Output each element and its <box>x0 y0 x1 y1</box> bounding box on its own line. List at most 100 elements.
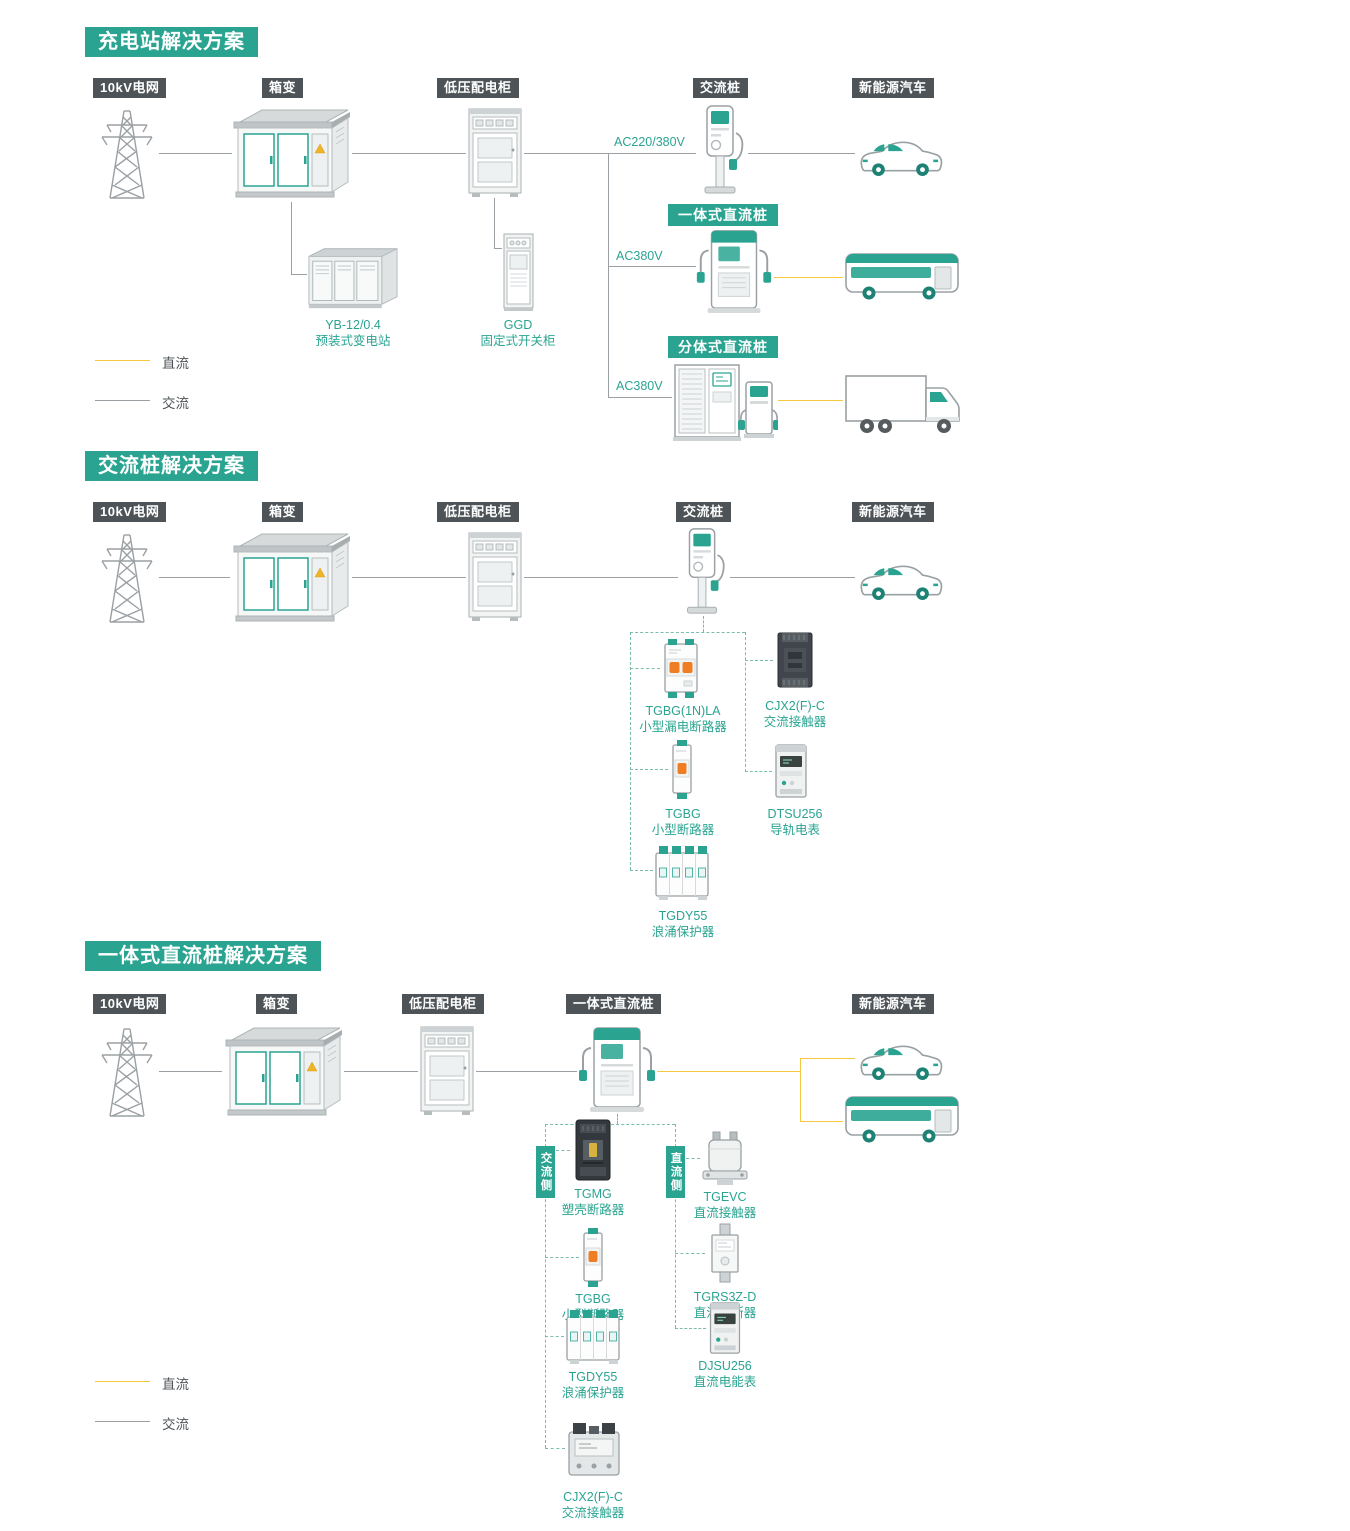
desc-text: 直流接触器 <box>693 1206 757 1221</box>
dc-line <box>800 1121 843 1122</box>
ev-bus-icon <box>843 249 961 303</box>
lv-distribution-cabinet-icon <box>466 106 524 198</box>
model-text: TGMG <box>574 1187 612 1201</box>
model-text: DTSU256 <box>767 807 823 821</box>
ac-line <box>159 1071 222 1072</box>
component-caption: TGRS3Z-D 直流熔断器 <box>670 1289 780 1322</box>
ac-line <box>159 153 232 154</box>
node-badge-grid: 10kV电网 <box>93 78 167 98</box>
dc-fuse-icon <box>705 1222 745 1284</box>
transmission-tower-icon <box>95 531 159 625</box>
component-connector-line <box>745 632 746 772</box>
big-ac-contactor-icon <box>565 1417 623 1479</box>
node-badge-ev: 新能源汽车 <box>852 502 934 522</box>
connector-line <box>494 248 502 249</box>
component-caption-yb: YB-12/0.4 预装式变电站 <box>298 317 408 350</box>
transmission-tower-icon <box>95 107 159 201</box>
ac-line <box>352 153 466 154</box>
ac-charging-pile-icon <box>696 103 748 196</box>
ac-line <box>352 577 466 578</box>
ac-line <box>608 266 696 267</box>
sub-banner-split-dc-pile: 分体式直流桩 <box>668 336 778 358</box>
box-transformer-icon <box>230 526 352 626</box>
surge-protector-icon <box>564 1306 622 1366</box>
node-badge-transformer: 箱变 <box>256 994 298 1014</box>
desc-text: 预装式变电站 <box>315 334 391 349</box>
legend-dc-line <box>95 1381 150 1382</box>
node-badge-lv-cabinet: 低压配电柜 <box>437 502 519 522</box>
component-connector-line <box>630 870 653 871</box>
side-label-ac: 交流侧 <box>536 1146 555 1198</box>
node-badge-grid: 10kV电网 <box>93 994 167 1014</box>
component-caption: TGMG 塑壳断路器 <box>538 1186 648 1219</box>
desc-text: 交流接触器 <box>763 715 827 730</box>
node-badge-ev: 新能源汽车 <box>852 78 934 98</box>
mcb-breaker-icon <box>668 738 696 800</box>
ac-line <box>344 1071 418 1072</box>
ev-car-icon <box>855 1034 945 1084</box>
legend-ac-line <box>95 400 150 401</box>
model-text: TGBG <box>575 1292 611 1306</box>
ev-bus-icon <box>843 1092 961 1146</box>
legend-ac-label: 交流 <box>162 1417 189 1432</box>
legend-dc-line <box>95 360 150 361</box>
desc-text: 浪涌保护器 <box>561 1386 625 1401</box>
model-text: CJX2(F)-C <box>765 699 825 713</box>
legend-dc-label: 直流 <box>162 356 189 371</box>
model-text: CJX2(F)-C <box>563 1490 623 1504</box>
desc-text: 塑壳断路器 <box>561 1203 625 1218</box>
ggd-switch-cabinet-icon <box>502 232 535 312</box>
node-badge-transformer: 箱变 <box>262 78 304 98</box>
desc-text: 导轨电表 <box>769 823 820 838</box>
sub-banner-integrated-dc-pile: 一体式直流桩 <box>668 204 778 226</box>
component-caption: TGBG 小型断路器 <box>628 806 738 839</box>
voltage-label-ac380-1: AC380V <box>616 249 663 263</box>
dc-line <box>800 1058 855 1059</box>
model-text: TGBG <box>665 807 701 821</box>
component-connector-line <box>545 1150 570 1151</box>
component-caption: DJSU256 直流电能表 <box>670 1358 780 1391</box>
box-transformer-icon <box>222 1020 344 1120</box>
component-connector-line <box>630 668 660 669</box>
legend-ac-label: 交流 <box>162 396 189 411</box>
component-caption: TGDY55 浪涌保护器 <box>628 908 738 941</box>
component-caption-ggd: GGD 固定式开关柜 <box>472 317 564 350</box>
model-text: YB-12/0.4 <box>325 318 381 332</box>
component-caption: DTSU256 导轨电表 <box>743 806 847 839</box>
ac-trunk-line <box>608 153 609 398</box>
ac-line <box>524 577 678 578</box>
ev-truck-icon <box>843 371 965 437</box>
component-caption: CJX2(F)-C 交流接触器 <box>743 698 847 731</box>
voltage-label-ac220-380: AC220/380V <box>614 135 685 149</box>
model-text: TGRS3Z-D <box>693 1290 757 1304</box>
component-connector-line <box>630 632 631 870</box>
desc-text: 固定式开关柜 <box>480 334 556 349</box>
component-connector-line <box>545 1448 565 1449</box>
ev-car-icon <box>855 554 945 604</box>
node-badge-ev: 新能源汽车 <box>852 994 934 1014</box>
ac-contactor-icon <box>773 630 817 690</box>
component-connector-line <box>703 616 704 632</box>
component-connector-line <box>545 1124 546 1448</box>
section-title-ac-pile: 交流桩解决方案 <box>85 451 258 481</box>
component-connector-line <box>675 1253 705 1254</box>
dc-line <box>800 1058 801 1122</box>
ac-line <box>524 153 608 154</box>
din-meter-icon <box>772 742 810 800</box>
voltage-label-ac380-2: AC380V <box>616 379 663 393</box>
dc-meter-icon <box>706 1300 744 1356</box>
component-connector-line <box>617 1114 618 1124</box>
rcbo-breaker-icon <box>660 637 702 699</box>
dc-line <box>657 1071 800 1072</box>
box-transformer-icon <box>230 102 352 202</box>
model-text: DJSU256 <box>698 1359 752 1373</box>
component-connector-line <box>630 769 668 770</box>
lv-distribution-cabinet-icon <box>466 530 524 622</box>
section-title-charging-station: 充电站解决方案 <box>85 27 258 57</box>
integrated-dc-pile-icon <box>577 1022 657 1114</box>
connector-line <box>291 202 292 275</box>
section-title-integrated-dc-pile: 一体式直流桩解决方案 <box>85 941 321 971</box>
component-connector-line <box>630 632 745 633</box>
dc-contactor-icon <box>700 1130 750 1186</box>
